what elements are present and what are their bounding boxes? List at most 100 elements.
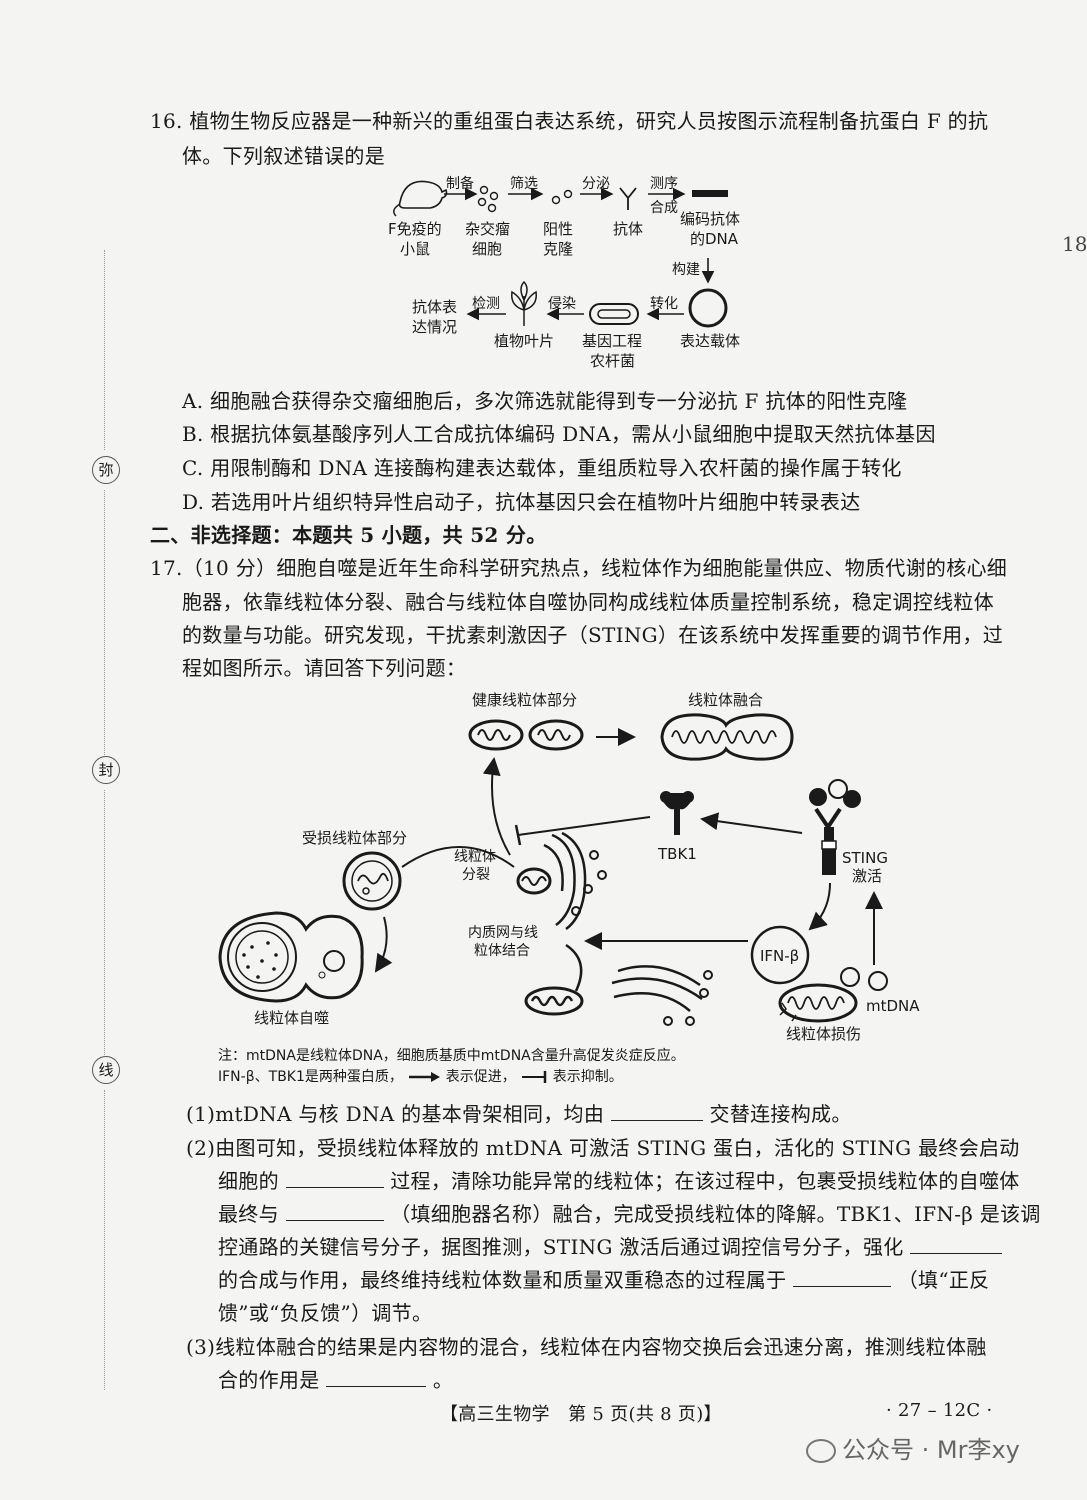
edge-page-number: 18 bbox=[1062, 232, 1087, 256]
note-line2-c: 表示抑制。 bbox=[552, 1069, 623, 1085]
dna-label-line2: 的DNA bbox=[690, 230, 739, 248]
fission-label-line1: 线粒体 bbox=[454, 849, 496, 865]
q17-sub3-line1: (3)线粒体融合的结果是内容物的混合，线粒体在内容物交换后会迅速分离，推测线粒体… bbox=[186, 1335, 987, 1359]
tbk1-icon bbox=[660, 791, 694, 835]
q17-stem-line1: 17.（10 分）细胞自噬是近年生命科学研究热点，线粒体作为细胞能量供应、物质代… bbox=[150, 556, 1008, 580]
er-mito-cluster-icon bbox=[516, 831, 607, 931]
q16-stem-line2: 体。下列叙述错误的是 bbox=[182, 144, 385, 168]
q16-option-d: D. 若选用叶片组织特异性启动子，抗体基因只会在植物叶片细胞中转录表达 bbox=[182, 490, 861, 514]
q17-sub2-line3: 最终与 （填细胞器名称）融合，完成受损线粒体的降解。TBK1、IFN-β 是该调 bbox=[218, 1198, 1041, 1227]
note-line2-a: IFN-β、TBK1是两种蛋白质， bbox=[218, 1069, 403, 1085]
fused-mitochondrion-icon bbox=[660, 713, 794, 761]
diagram-note-line1: 注：mtDNA是线粒体DNA，细胞质基质中mtDNA含量升高促发炎症反应。 bbox=[218, 1048, 685, 1064]
er-binding-label-line1: 内质网与线 bbox=[468, 925, 538, 941]
er-binding-label-line2: 粒体结合 bbox=[474, 943, 530, 959]
autophagy-content-dots bbox=[242, 941, 278, 979]
note-line2-b: 表示促进， bbox=[445, 1069, 516, 1085]
arrow-sequence-label-line1: 测序 bbox=[650, 176, 678, 192]
answer-blank-5[interactable] bbox=[793, 1268, 892, 1287]
q16-option-b: B. 根据抗体氨基酸序列人工合成抗体编码 DNA，需从小鼠细胞中提取天然抗体基因 bbox=[182, 422, 936, 446]
answer-blank-2[interactable] bbox=[285, 1169, 384, 1188]
seal-char-feng: 封 bbox=[92, 756, 120, 784]
dna-bar-icon bbox=[692, 190, 728, 197]
q17-sub3-l2b: 。 bbox=[432, 1368, 454, 1392]
diagram-note-line2: IFN-β、TBK1是两种蛋白质， 表示促进， 表示抑制。 bbox=[218, 1066, 623, 1086]
q17-sub1-b: 交替连接构成。 bbox=[709, 1102, 852, 1126]
answer-blank-3[interactable] bbox=[285, 1202, 384, 1221]
q17-sub1: (1)mtDNA 与核 DNA 的基本骨架相同，均由 交替连接构成。 bbox=[186, 1098, 852, 1127]
hybridoma-icon bbox=[477, 185, 499, 213]
inhibit-bar bbox=[514, 824, 522, 846]
q17-sub2-l2a: 细胞的 bbox=[218, 1169, 279, 1193]
arrow-sequence-label-line2: 合成 bbox=[650, 200, 678, 216]
mito-damage-label: 线粒体损伤 bbox=[786, 1025, 861, 1043]
q17-sub1-a: (1)mtDNA 与核 DNA 的基本骨架相同，均由 bbox=[186, 1102, 605, 1126]
healthy-mitochondria-icon bbox=[468, 719, 584, 751]
mtdna-label: mtDNA bbox=[866, 997, 920, 1015]
expression-label-line2: 达情况 bbox=[412, 318, 457, 336]
section2-heading: 二、非选择题：本题共 5 小题，共 52 分。 bbox=[150, 523, 547, 547]
arrow-infect-label: 侵染 bbox=[548, 295, 576, 312]
q17-sub3-line2: 合的作用是 。 bbox=[218, 1364, 453, 1393]
sting-label-line1: STING bbox=[842, 849, 888, 867]
healthy-mito-label: 健康线粒体部分 bbox=[472, 691, 577, 709]
mitophagy-label: 线粒体自噬 bbox=[254, 1009, 329, 1027]
autophagosome-lysosome-icon bbox=[218, 911, 364, 1003]
arrow-detect-label: 检测 bbox=[472, 296, 500, 312]
q17-sub2-l3a: 最终与 bbox=[218, 1202, 279, 1226]
arrow-prepare-label: 制备 bbox=[446, 175, 474, 192]
mtdna-circle-2 bbox=[868, 971, 888, 991]
wechat-icon bbox=[806, 1439, 836, 1463]
fusion-label: 线粒体融合 bbox=[688, 691, 763, 709]
seal-char-mi: 弥 bbox=[92, 456, 120, 484]
arrow-screen-label: 筛选 bbox=[510, 176, 538, 192]
arrow-damaged-to-autophagy bbox=[374, 916, 393, 973]
promote-arrow-icon bbox=[409, 1072, 441, 1082]
q17-sub2-line6: 馈”或“负反馈”）调节。 bbox=[218, 1301, 433, 1325]
binding-line-lower bbox=[104, 790, 105, 1055]
vector-plasmid-icon bbox=[688, 288, 728, 328]
mouse-icon bbox=[393, 180, 448, 217]
er-mito-lower-icon bbox=[524, 943, 713, 1026]
mouse-label-line1: F免疫的 bbox=[388, 220, 442, 238]
q17-sub2-l4a: 控通路的关键信号分子，据图推测，STING 激活后通过调控信号分子，强化 bbox=[218, 1235, 904, 1259]
positive-clone-label-line1: 阳性 bbox=[543, 220, 573, 238]
damaged-part-label: 受损线粒体部分 bbox=[302, 829, 407, 847]
arrow-fission-to-damaged bbox=[401, 846, 515, 868]
agro-label-line1: 基因工程 bbox=[582, 332, 642, 350]
ifn-beta-icon bbox=[750, 925, 810, 985]
positive-clone-label-line2: 克隆 bbox=[543, 240, 573, 258]
q17-sub2-l5b: （填“正反 bbox=[897, 1268, 990, 1292]
arrow-sting-to-tbk1 bbox=[700, 812, 803, 834]
q16-option-c: C. 用限制酶和 DNA 连接酶构建表达载体，重组质粒导入农杆菌的操作属于转化 bbox=[182, 456, 902, 480]
inhibit-arrow-icon bbox=[522, 1071, 547, 1083]
answer-blank-1[interactable] bbox=[610, 1102, 703, 1121]
q17-sub2-line1: (2)由图可知，受损线粒体释放的 mtDNA 可激活 STING 蛋白，活化的 … bbox=[186, 1136, 1020, 1160]
q17-sub2-line2: 细胞的 过程，清除功能异常的线粒体；在该过程中，包裹受损线粒体的自噬体 bbox=[218, 1165, 1020, 1194]
fission-label-line2: 分裂 bbox=[462, 867, 490, 883]
q17-stem-line4: 程如图所示。请回答下列问题： bbox=[182, 656, 467, 680]
answer-blank-4[interactable] bbox=[910, 1235, 1003, 1254]
answer-blank-6[interactable] bbox=[326, 1368, 427, 1387]
sting-pathway-diagram: 健康线粒体部分 线粒体融合 TBK1 bbox=[218, 691, 920, 1043]
mtdna-circle-1 bbox=[840, 967, 860, 987]
sting-label-line2: 激活 bbox=[852, 867, 882, 885]
binding-line-top bbox=[104, 250, 105, 450]
ifn-beta-label: IFN-β bbox=[760, 947, 799, 965]
q17-sub2-line5: 的合成与作用，最终维持线粒体数量和质量双重稳态的过程属于 （填“正反 bbox=[218, 1264, 989, 1293]
q17-sub2-l2b: 过程，清除功能异常的线粒体；在该过程中，包裹受损线粒体的自噬体 bbox=[390, 1169, 1020, 1193]
seal-char-xian: 线 bbox=[92, 1056, 120, 1084]
agrobacterium-icon bbox=[589, 303, 639, 325]
binding-line-mid bbox=[104, 490, 105, 755]
arrow-sting-to-ifn bbox=[808, 882, 831, 931]
tbk1-label: TBK1 bbox=[657, 845, 697, 863]
q16-stem-line1: 16. 植物生物反应器是一种新兴的重组蛋白表达系统，研究人员按图示流程制备抗蛋白… bbox=[150, 109, 989, 133]
watermark-text: 公众号 · Mr李xy bbox=[842, 1436, 1020, 1464]
arrow-fission-to-healthy bbox=[482, 757, 511, 856]
damaged-part-icon bbox=[342, 851, 402, 911]
watermark: 公众号 · Mr李xy bbox=[806, 1430, 1020, 1465]
leaf-label: 植物叶片 bbox=[494, 332, 554, 350]
hybridoma-label-line2: 细胞 bbox=[472, 240, 502, 258]
mouse-label-line2: 小鼠 bbox=[400, 240, 430, 258]
